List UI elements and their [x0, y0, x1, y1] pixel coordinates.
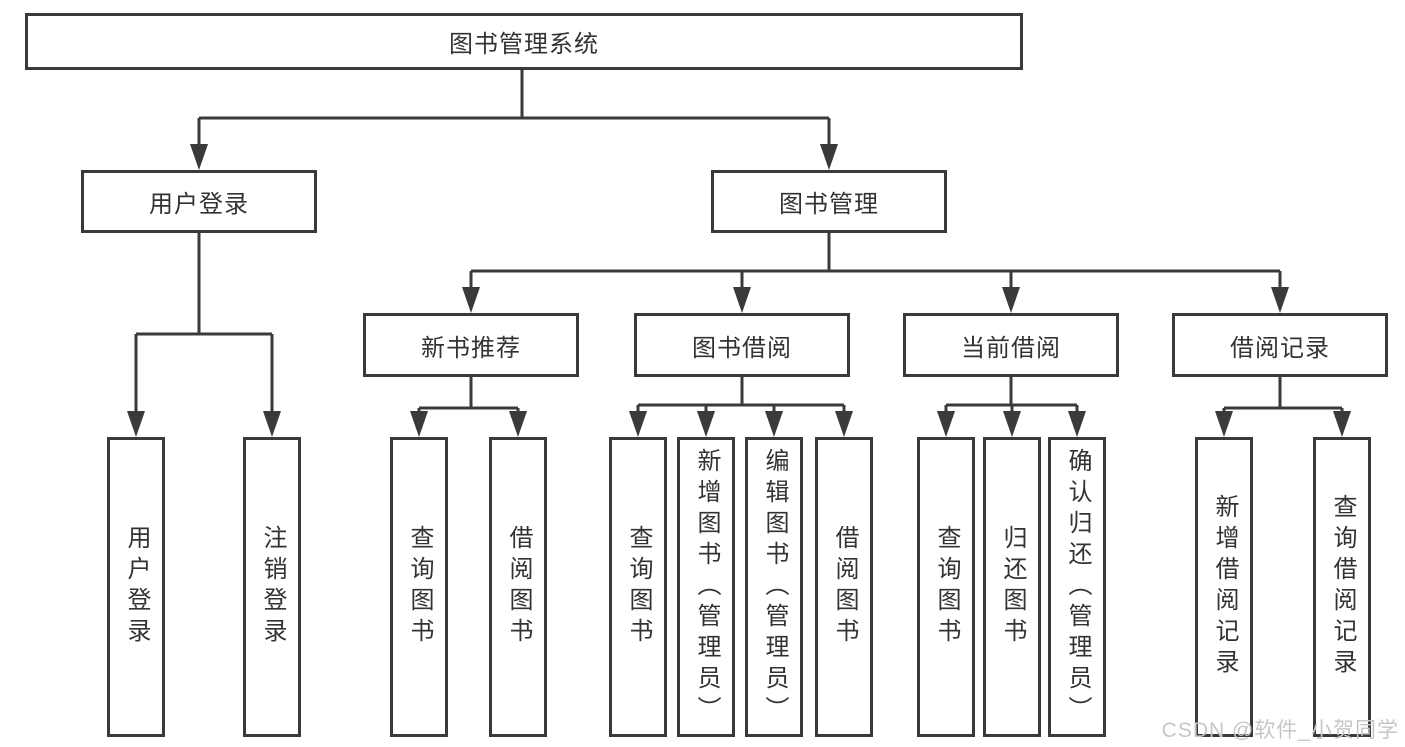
node-borrowing-records: 借阅记录 [1172, 313, 1388, 377]
leaf-return-books: 归还图书 [983, 437, 1041, 737]
leaf-borrow-books-borrowing: 借阅图书 [815, 437, 873, 737]
connector-segments [134, 69, 1344, 418]
leaf-label: 用户登录 [123, 525, 150, 649]
leaf-add-books-admin: 新增图书（管理员） [677, 437, 735, 737]
node-current-borrowing: 当前借阅 [903, 313, 1119, 377]
leaf-user-login: 用户登录 [107, 437, 165, 737]
leaf-edit-books-admin: 编辑图书（管理员） [745, 437, 803, 737]
leaf-label: 查询图书 [406, 525, 433, 649]
leaf-query-books-borrowing: 查询图书 [609, 437, 667, 737]
leaf-query-books-current: 查询图书 [917, 437, 975, 737]
leaf-label: 注销登录 [259, 525, 286, 649]
node-new-book-recommend: 新书推荐 [363, 313, 579, 377]
node-root: 图书管理系统 [25, 13, 1023, 70]
leaf-add-borrow-record: 新增借阅记录 [1195, 437, 1253, 737]
arrowheads [127, 144, 1351, 437]
leaf-label: 确认归还（管理员） [1064, 447, 1091, 727]
leaf-label: 新增借阅记录 [1211, 494, 1238, 680]
node-book-borrowing: 图书借阅 [634, 313, 850, 377]
leaf-label: 查询图书 [933, 525, 960, 649]
leaf-logout: 注销登录 [243, 437, 301, 737]
leaf-label: 新增图书（管理员） [693, 447, 720, 727]
node-user-login: 用户登录 [81, 170, 317, 233]
leaf-query-books-recommend: 查询图书 [390, 437, 448, 737]
leaf-label: 借阅图书 [831, 525, 858, 649]
leaf-label: 归还图书 [999, 525, 1026, 649]
leaf-query-borrow-record: 查询借阅记录 [1313, 437, 1371, 737]
leaf-label: 查询借阅记录 [1329, 494, 1356, 680]
leaf-label: 借阅图书 [505, 525, 532, 649]
leaf-label: 编辑图书（管理员） [761, 447, 788, 727]
leaf-borrow-books-recommend: 借阅图书 [489, 437, 547, 737]
leaf-confirm-return-admin: 确认归还（管理员） [1048, 437, 1106, 737]
leaf-label: 查询图书 [625, 525, 652, 649]
node-book-management: 图书管理 [711, 170, 947, 233]
watermark: CSDN @软件_小贺同学 [1161, 719, 1399, 742]
